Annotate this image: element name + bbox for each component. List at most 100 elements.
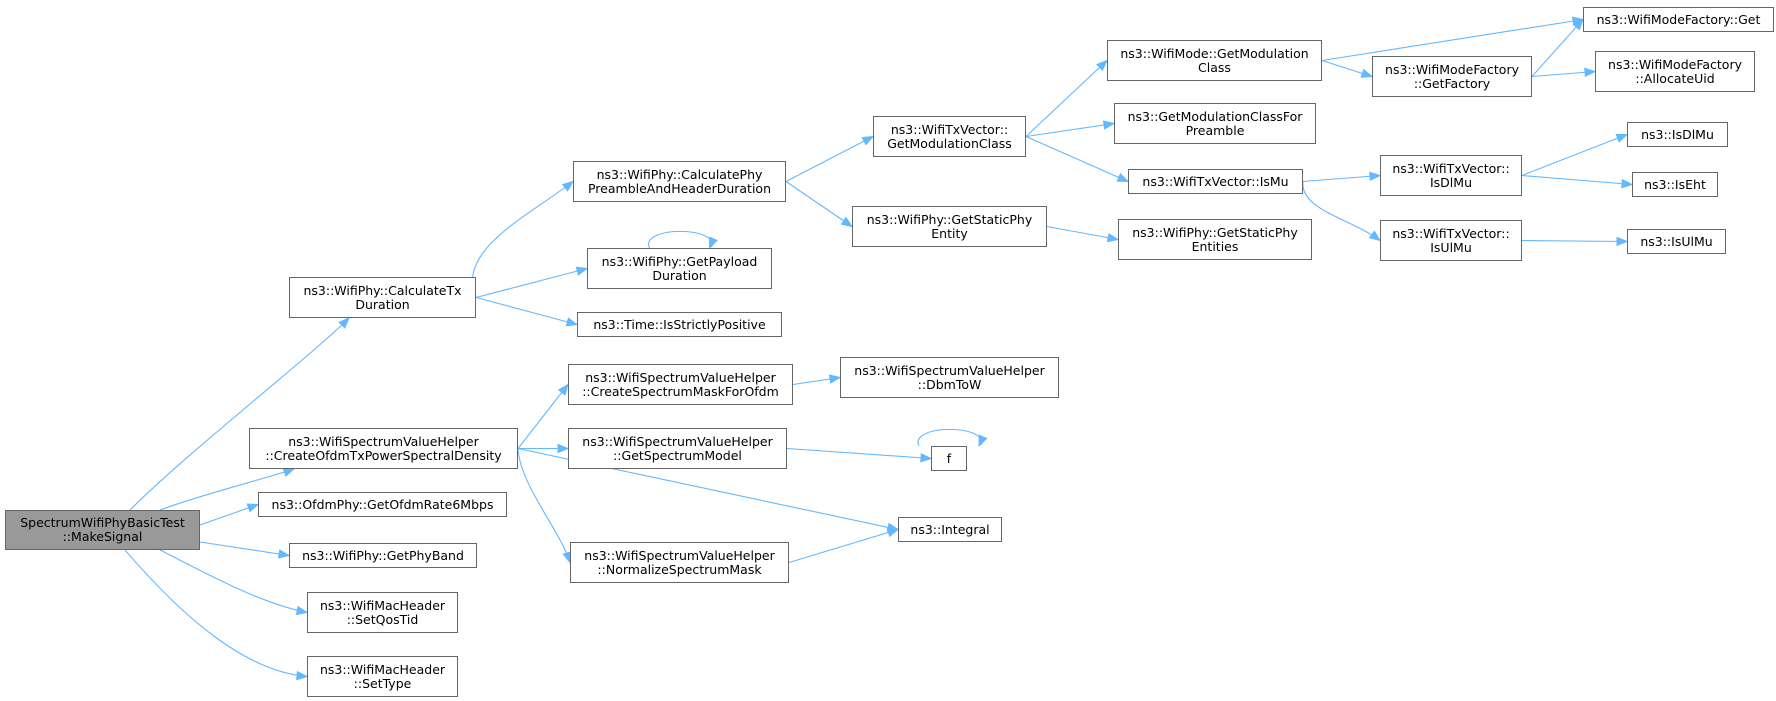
function-node-label-line: ns3::WifiPhy::CalculateTx (303, 282, 462, 298)
call-edge-arrowhead (828, 374, 842, 384)
function-node-label-line: ns3::IsEht (1644, 176, 1706, 192)
function-node-label-line: ns3::WifiModeFactory::Get (1596, 11, 1761, 27)
call-edge (517, 384, 569, 449)
call-edge-arrowhead (1106, 232, 1120, 243)
function-node-label: ns3::IsDlMu (1641, 126, 1714, 142)
function-node-label-line: ::AllocateUid (1635, 70, 1715, 86)
call-edge-arrowhead (565, 317, 579, 327)
call-edge-arrowhead (1584, 67, 1597, 78)
call-edge (475, 267, 588, 299)
call-edge-arrowhead (1621, 178, 1634, 189)
function-node-label-line: ns3::WifiModeFactory (1608, 56, 1742, 72)
call-edge (917, 428, 982, 447)
function-node-label-line: ::SetType (353, 675, 412, 691)
function-node-label-line: ns3::WifiPhy::GetPayload (601, 253, 758, 269)
function-node-n9[interactable]: ns3::Time::IsStrictlyPositive (577, 312, 782, 337)
function-node-label-line: ns3::GetModulationClassFor (1127, 108, 1303, 124)
function-node-label-line: ns3::WifiSpectrumValueHelper (854, 362, 1045, 378)
function-node-label-line: Preamble (1185, 122, 1245, 138)
function-node-n16[interactable]: ns3::WifiSpectrumValueHelper::DbmToW (840, 357, 1059, 398)
function-node-label: ns3::WifiMacHeader::SetType (320, 662, 445, 691)
call-edge (648, 230, 713, 249)
function-node-label-line: ::SetQosTid (346, 611, 419, 627)
call-edge-arrowhead (1116, 172, 1130, 183)
function-node-label-line: ::GetFactory (1413, 75, 1491, 91)
call-edge (1302, 181, 1381, 241)
call-edge-arrowhead (246, 503, 260, 513)
function-node-n5[interactable]: ns3::WifiMacHeader::SetQosTid (307, 592, 458, 633)
function-node-n24[interactable]: ns3::WifiModeFactory::AllocateUid (1595, 51, 1755, 92)
function-node-n6[interactable]: ns3::WifiMacHeader::SetType (307, 656, 458, 697)
function-node-label-line: ::GetSpectrumModel (613, 447, 742, 463)
function-node-n2[interactable]: ns3::WifiSpectrumValueHelper::CreateOfdm… (249, 428, 518, 469)
function-node-n28[interactable]: ns3::IsEht (1632, 172, 1718, 197)
call-edge-arrowhead (1616, 236, 1629, 247)
function-node-label-line: Duration (355, 296, 410, 312)
function-node-n26[interactable]: ns3::WifiTxVector::IsUlMu (1380, 220, 1522, 261)
function-node-label-line: ns3::WifiPhy::GetStaticPhy (1132, 224, 1298, 240)
call-edge (1531, 19, 1584, 77)
function-node-n4[interactable]: ns3::WifiPhy::GetPhyBand (289, 543, 477, 568)
call-edge (159, 468, 295, 511)
call-edge (1025, 60, 1108, 137)
function-node-label-line: ns3::WifiTxVector:: (1392, 160, 1510, 176)
function-node-label: ns3::WifiTxVector::GetModulationClass (887, 121, 1012, 151)
call-edge (785, 181, 853, 227)
function-node-n27[interactable]: ns3::IsDlMu (1627, 122, 1728, 147)
call-edge (124, 549, 308, 678)
function-node-label-line: ns3::WifiMode::GetModulation (1120, 45, 1309, 61)
function-node-label-line: ns3::WifiPhy::GetPhyBand (302, 547, 464, 563)
function-node-n13[interactable]: ns3::Integral (898, 517, 1002, 542)
call-edge-arrowhead (557, 383, 569, 396)
call-edge-arrowhead (277, 549, 291, 559)
function-node-label: ns3::WifiSpectrumValueHelper::CreateSpec… (582, 370, 779, 399)
function-node-label-line: ns3::IsDlMu (1641, 126, 1714, 142)
call-edge-arrowhead (886, 528, 900, 538)
call-edge-arrowhead (861, 135, 875, 146)
function-node-n12[interactable]: ns3::WifiSpectrumValueHelper::NormalizeS… (570, 542, 789, 583)
function-node-label: ns3::WifiModeFactory::AllocateUid (1608, 56, 1742, 86)
function-node-label-line: ns3::WifiSpectrumValueHelper (582, 433, 773, 449)
call-edge (1302, 174, 1381, 183)
function-node-n20[interactable]: ns3::WifiTxVector::IsMu (1128, 169, 1303, 194)
function-node-n11[interactable]: ns3::WifiSpectrumValueHelper::GetSpectru… (568, 428, 787, 469)
function-node-label-line: ns3::WifiMacHeader (319, 597, 446, 613)
function-node-n17[interactable]: f (931, 446, 967, 471)
function-node-n25[interactable]: ns3::WifiTxVector::IsDlMu (1380, 155, 1522, 196)
function-node-label-line: ns3::WifiSpectrumValueHelper (288, 433, 479, 449)
call-edge-arrowhead (1615, 133, 1629, 143)
function-node-label-line: ns3::WifiTxVector:: (890, 121, 1009, 137)
function-node-label-line: GetModulationClass (887, 135, 1012, 151)
function-node-label-line: ns3::WifiTxVector:: (1392, 225, 1510, 241)
function-node-n3[interactable]: ns3::OfdmPhy::GetOfdmRate6Mbps (258, 492, 507, 517)
function-node-n23[interactable]: ns3::WifiModeFactory::GetFactory (1372, 56, 1532, 97)
function-node-n10[interactable]: ns3::WifiSpectrumValueHelper::CreateSpec… (568, 364, 793, 405)
function-node-n22[interactable]: ns3::WifiModeFactory::Get (1583, 7, 1774, 32)
function-node-label-line: Entities (1191, 238, 1239, 254)
call-edge-arrowhead (557, 443, 570, 454)
function-node-label-line: ns3::WifiModeFactory (1385, 61, 1519, 77)
function-node-label-line: Class (1198, 59, 1231, 75)
function-node-label: ns3::WifiSpectrumValueHelper::NormalizeS… (584, 548, 774, 577)
function-node-label-line: ::CreateOfdmTxPowerSpectralDensity (265, 447, 502, 463)
function-node-label-line: Duration (652, 267, 707, 283)
call-edge-arrowhead (1369, 171, 1382, 182)
function-node-label-line: Entity (931, 225, 968, 241)
function-node-n14[interactable]: ns3::WifiTxVector::GetModulationClass (873, 116, 1026, 157)
call-edge (475, 296, 578, 326)
function-node-n29[interactable]: ns3::IsUlMu (1627, 229, 1726, 254)
function-node-label: ns3::Integral (910, 522, 989, 537)
